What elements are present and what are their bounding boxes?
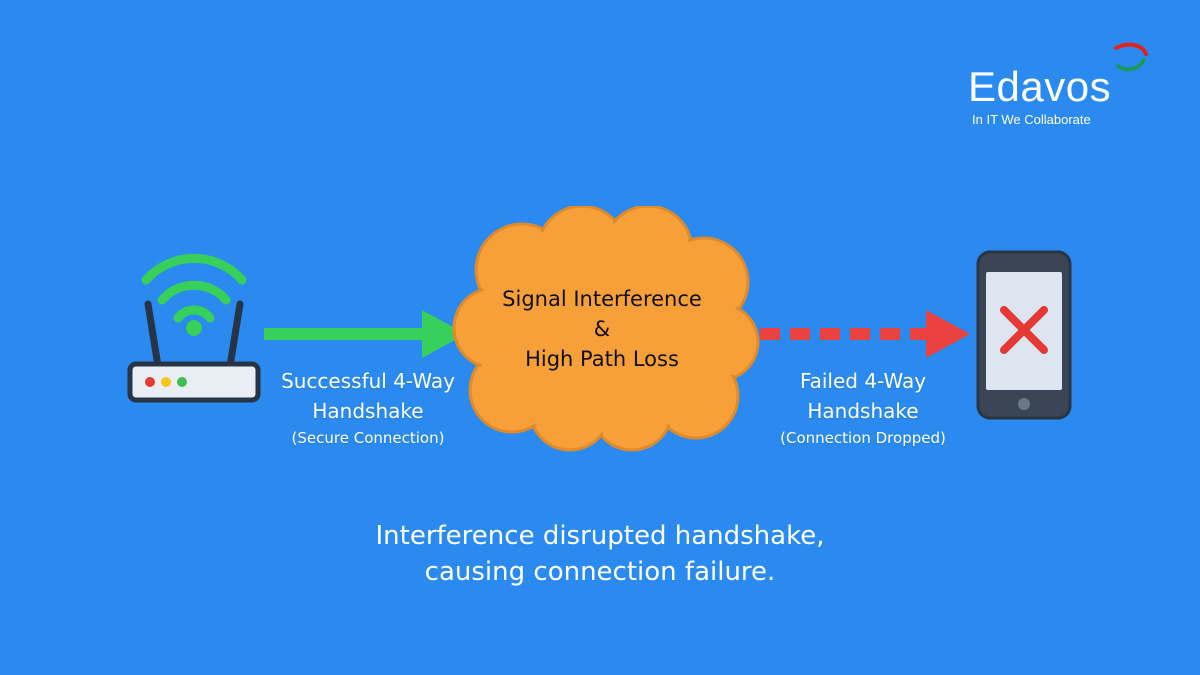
x-mark-icon [1000, 306, 1048, 354]
cloud-label: Signal Interference & High Path Loss [470, 284, 734, 374]
logo-wordmark: Edavos [968, 63, 1112, 110]
interference-cloud [452, 206, 760, 452]
failed-title: Failed 4-Way Handshake [799, 369, 927, 423]
cloud-line-1: Signal Interference [502, 287, 702, 311]
success-subtitle: (Secure Connection) [291, 429, 445, 447]
success-label: Successful 4-Way Handshake (Secure Conne… [248, 366, 488, 450]
caption: Interference disrupted handshake, causin… [300, 518, 900, 590]
success-arrow [264, 310, 466, 358]
failed-arrow [760, 310, 970, 358]
logo-tagline: In IT We Collaborate [972, 112, 1091, 127]
caption-line-2: causing connection failure. [424, 557, 776, 587]
smartphone-icon [976, 250, 1072, 420]
failed-label: Failed 4-Way Handshake (Connection Dropp… [748, 366, 978, 450]
failed-subtitle: (Connection Dropped) [780, 429, 946, 447]
cloud-line-2: & [593, 317, 611, 341]
success-title: Successful 4-Way Handshake [281, 369, 455, 423]
cloud-line-3: High Path Loss [525, 347, 679, 371]
caption-line-1: Interference disrupted handshake, [375, 521, 825, 551]
wifi-router-icon [127, 253, 261, 403]
logo-swoosh-icon [1114, 42, 1148, 72]
